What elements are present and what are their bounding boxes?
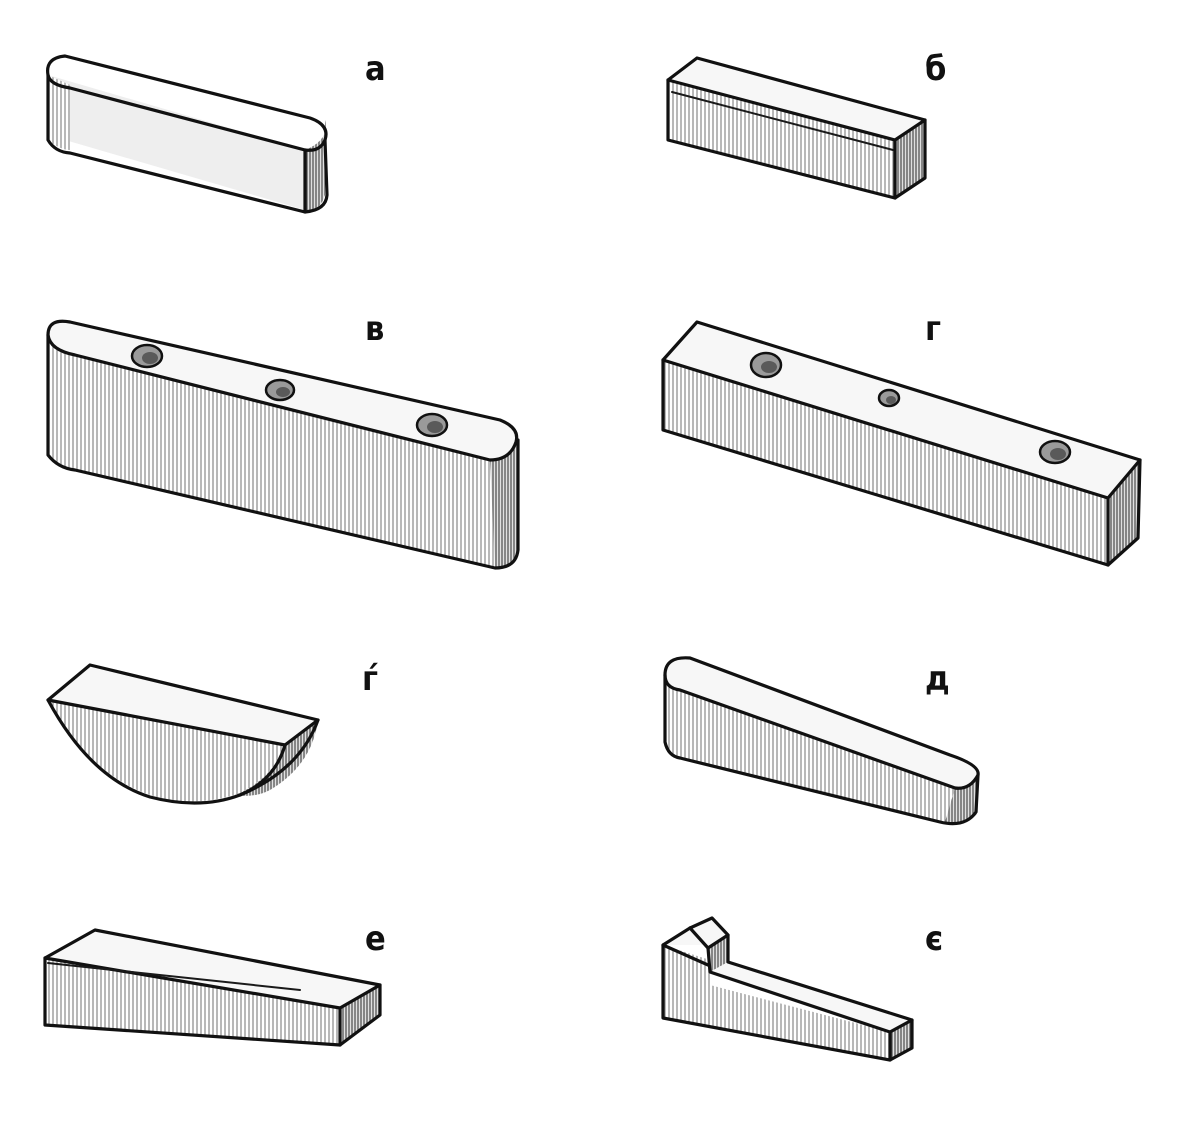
key-a-rounded <box>46 54 329 214</box>
screw-hole-g-3 <box>1038 439 1072 465</box>
key-g-prime-segmented <box>46 663 320 805</box>
screw-hole-v-3 <box>415 412 449 438</box>
label-ye: є <box>925 919 943 959</box>
key-ye-gib-head <box>661 916 914 1062</box>
label-a: а <box>365 49 386 89</box>
key-e-wedge <box>43 928 382 1047</box>
label-g: г <box>925 309 941 349</box>
key-b-rectangular <box>666 56 927 200</box>
screw-hole-g-2 <box>877 388 901 408</box>
screw-hole-v-2 <box>264 378 296 402</box>
label-d: д <box>925 659 950 699</box>
screw-hole-g-1 <box>749 351 783 379</box>
label-e: е <box>365 919 386 959</box>
label-v: в <box>365 309 384 349</box>
label-g-prime: ѓ <box>362 659 378 699</box>
key-d-tapered-rounded <box>663 656 980 826</box>
screw-hole-v-1 <box>130 343 164 369</box>
key-g-rectangular-with-holes <box>661 320 1142 567</box>
label-b: б <box>925 49 946 89</box>
key-v-rounded-with-holes <box>46 319 520 570</box>
